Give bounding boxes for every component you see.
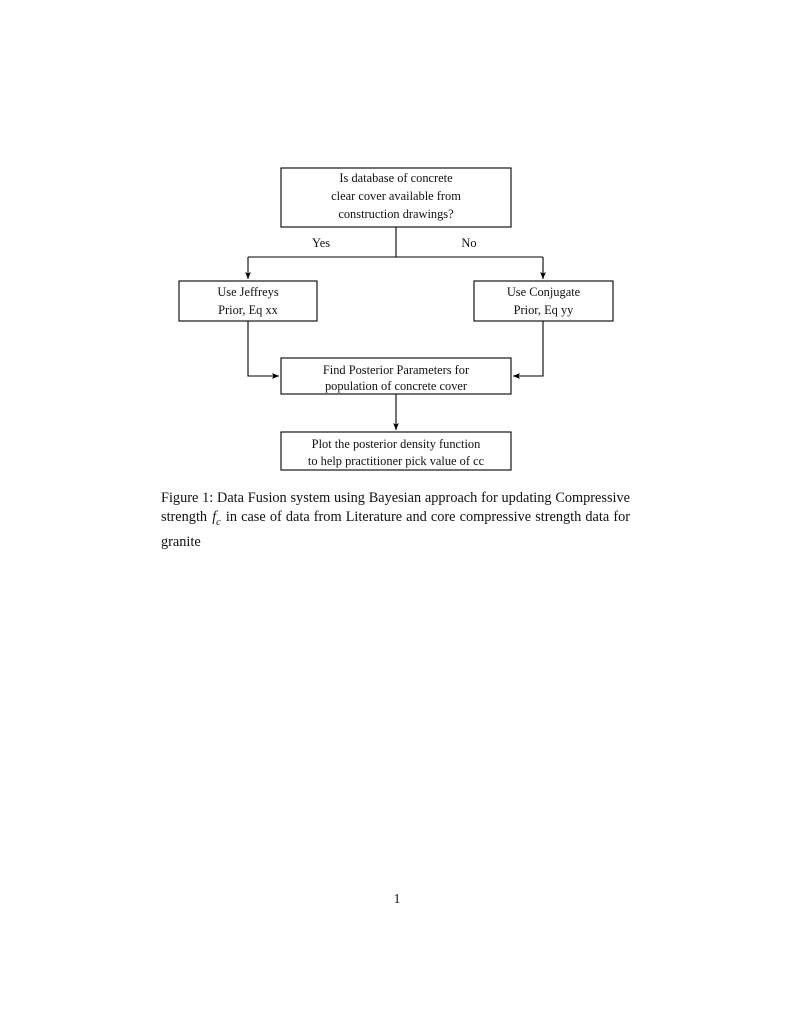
figure-caption-math-fc: fc bbox=[211, 509, 222, 529]
database-question-line-2: clear cover available from bbox=[331, 189, 461, 203]
conjugate-prior-line-1: Use Conjugate bbox=[507, 285, 581, 299]
math-symbol-f: f bbox=[212, 509, 217, 526]
jeffreys-prior-line-1: Use Jeffreys bbox=[217, 285, 279, 299]
database-question-box: Is database of concrete clear cover avai… bbox=[280, 167, 512, 228]
edge-label-no: No bbox=[461, 236, 476, 250]
connector-conjugate-to-posterior bbox=[512, 321, 544, 379]
plot-density-line-1: Plot the posterior density function bbox=[312, 437, 481, 451]
connector-jeffreys-to-posterior bbox=[247, 321, 280, 379]
figure-caption: Figure 1: Data Fusion system using Bayes… bbox=[161, 489, 630, 552]
database-question-line-1: Is database of concrete bbox=[339, 171, 453, 185]
page-number: 1 bbox=[393, 891, 401, 906]
math-subscript-c: c bbox=[216, 517, 221, 529]
find-posterior-parameters-box: Find Posterior Parameters for population… bbox=[280, 357, 512, 395]
plot-density-function-box: Plot the posterior density function to h… bbox=[280, 431, 512, 471]
find-posterior-line-2: population of concrete cover bbox=[325, 379, 468, 393]
conjugate-prior-line-2: Prior, Eq yy bbox=[514, 303, 575, 317]
figure-caption-text-before: Data Fusion system using Bayesian approa… bbox=[161, 490, 630, 526]
conjugate-prior-box: Use Conjugate Prior, Eq yy bbox=[473, 280, 614, 322]
plot-density-line-2: to help practitioner pick value of cc bbox=[308, 454, 485, 468]
figure-flowchart: Is database of concrete clear cover avai… bbox=[0, 0, 794, 490]
find-posterior-line-1: Find Posterior Parameters for bbox=[323, 363, 470, 377]
figure-caption-text-after: in case of data from Literature and core… bbox=[161, 509, 630, 550]
edge-label-yes: Yes bbox=[312, 236, 330, 250]
figure-caption-label: Figure 1: bbox=[161, 490, 214, 506]
jeffreys-prior-line-2: Prior, Eq xx bbox=[218, 303, 279, 317]
database-question-line-3: construction drawings? bbox=[338, 207, 453, 221]
jeffreys-prior-box: Use Jeffreys Prior, Eq xx bbox=[178, 280, 318, 322]
